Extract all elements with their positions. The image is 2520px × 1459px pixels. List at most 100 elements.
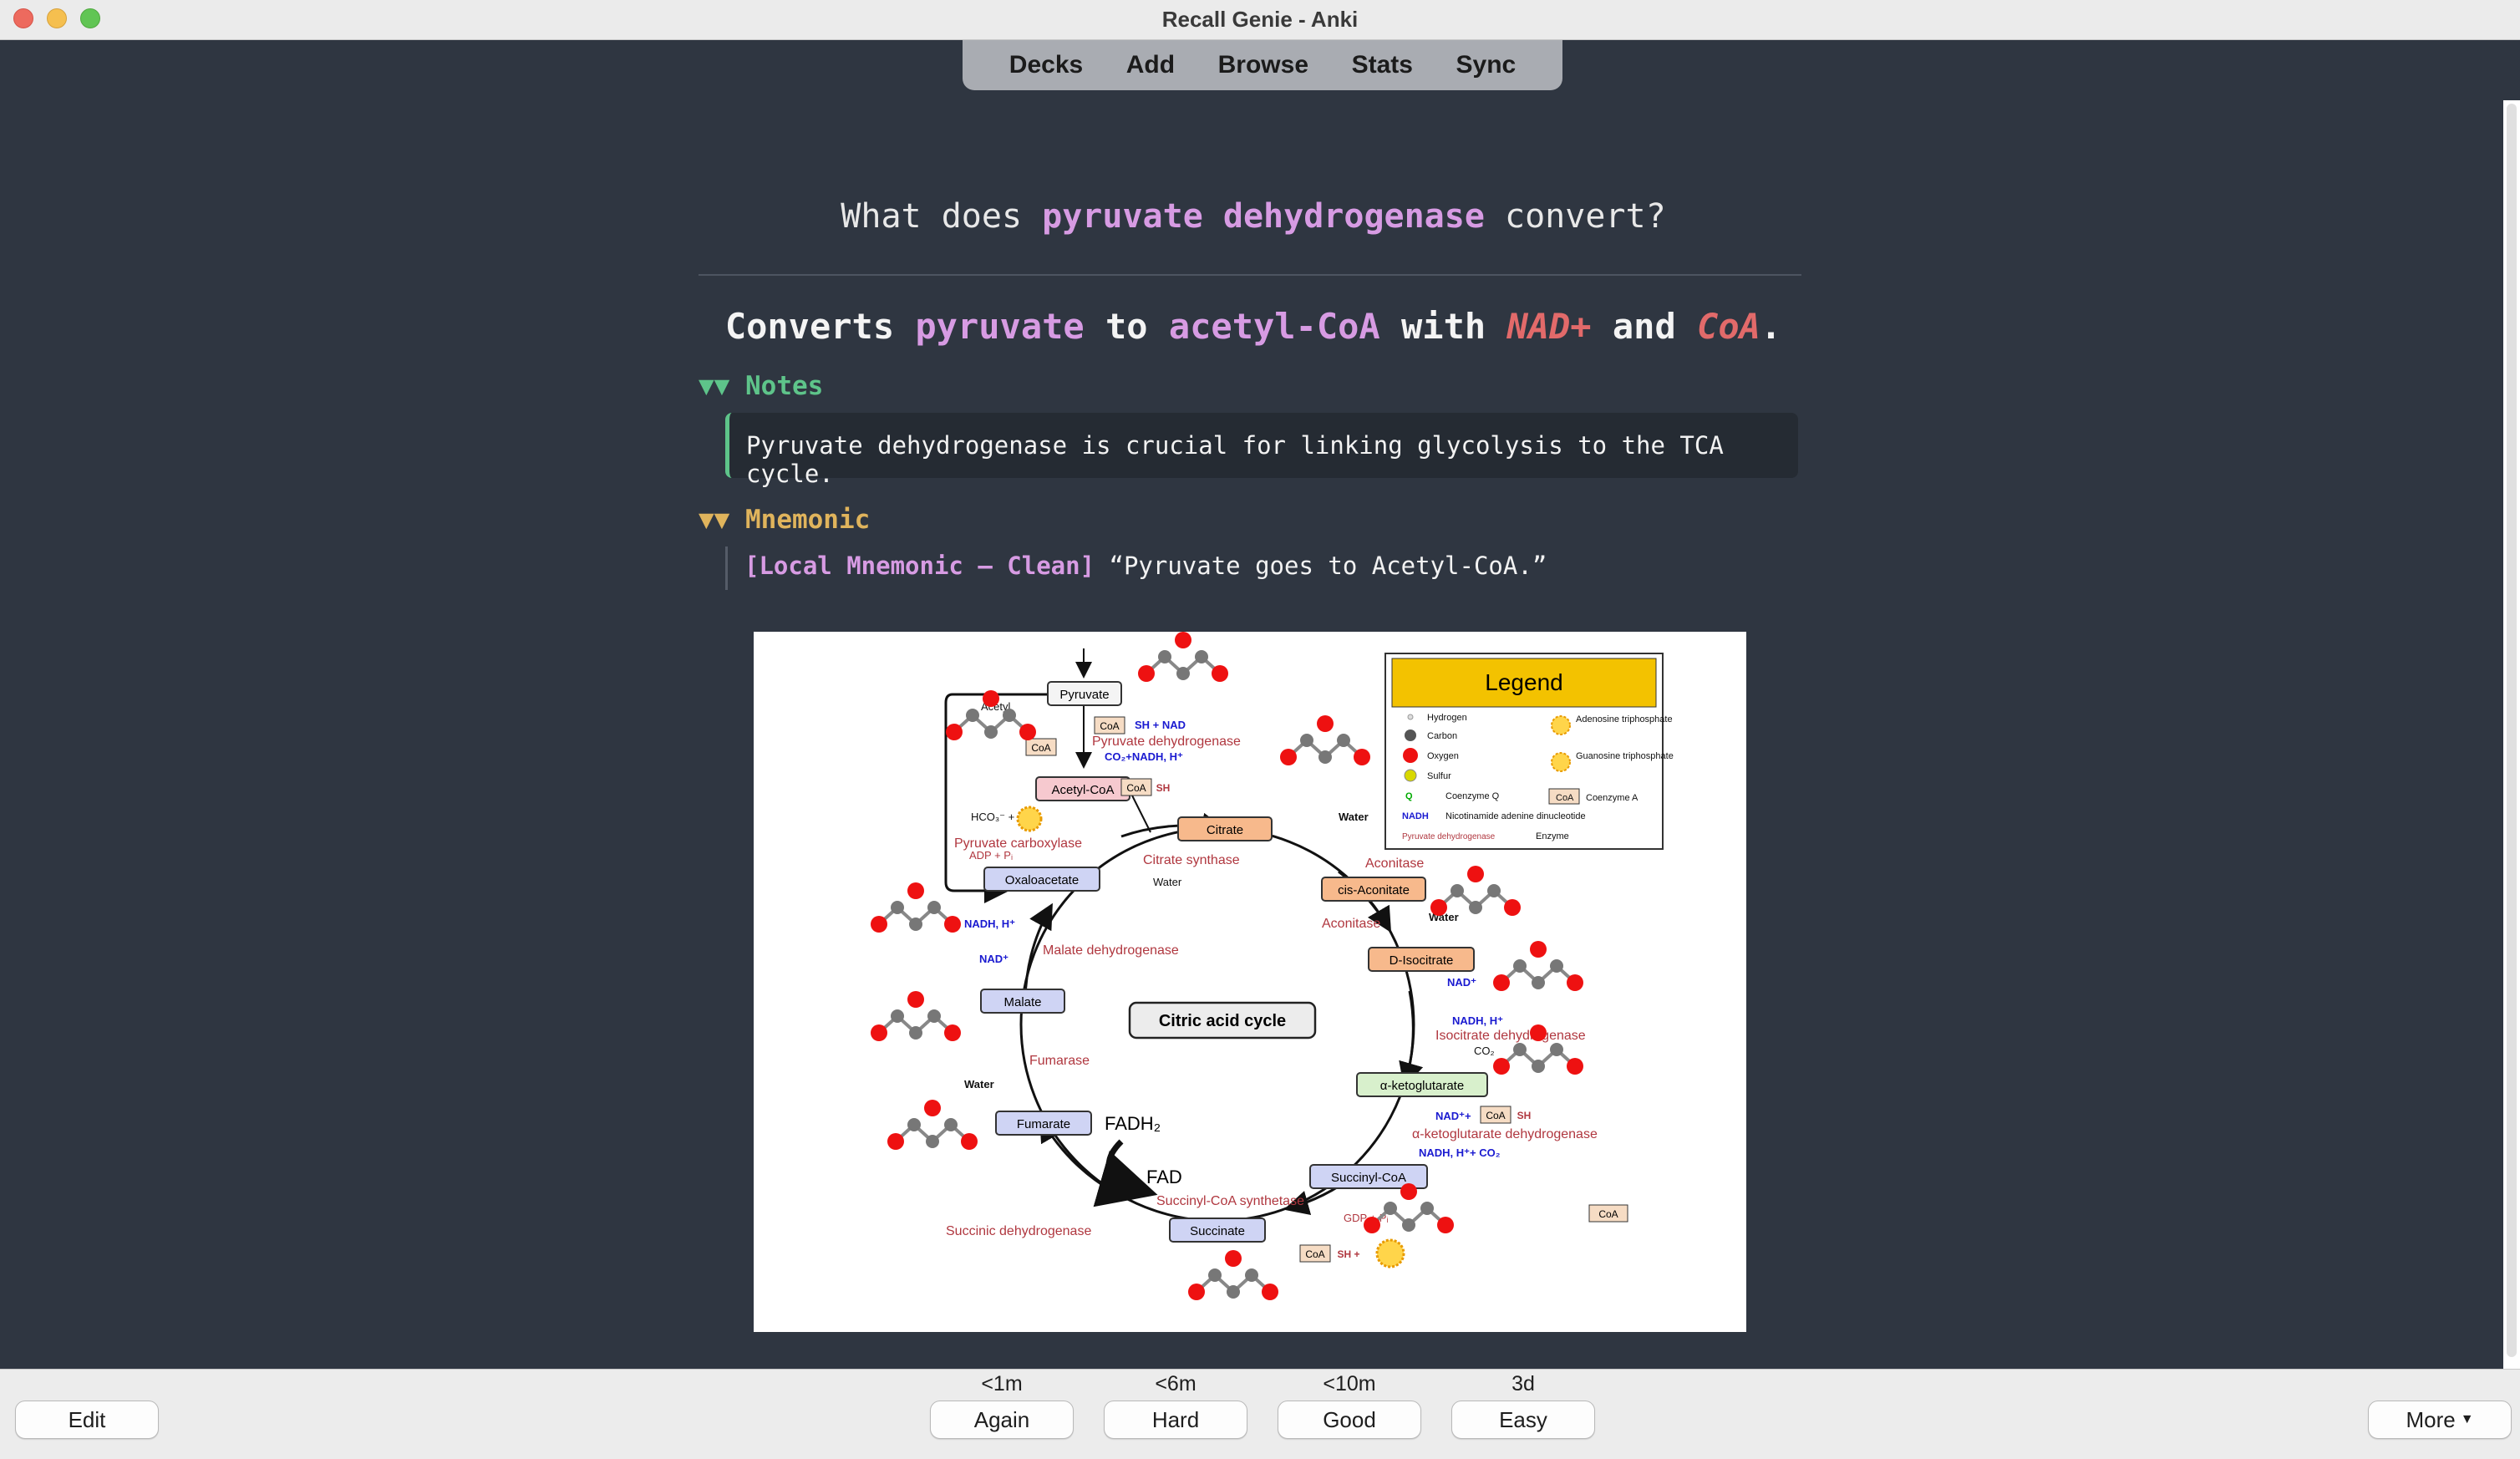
scrollbar-thumb[interactable]	[2507, 104, 2517, 1357]
carbon-atom	[1513, 1043, 1527, 1056]
nav-decks[interactable]: Decks	[1009, 51, 1084, 79]
oxygen-atom	[1019, 724, 1036, 740]
enzyme-fumarase: Fumarase	[1029, 1054, 1090, 1068]
edit-button[interactable]: Edit	[15, 1401, 159, 1439]
carbon-atom	[891, 901, 904, 914]
carbon-atom	[1158, 650, 1171, 663]
more-label: More	[2406, 1406, 2456, 1432]
carbon-atom	[1003, 709, 1016, 722]
oxygen-atom	[1317, 715, 1334, 732]
nav-stats[interactable]: Stats	[1351, 51, 1413, 79]
answer-term-nad: NAD+	[1506, 306, 1592, 347]
label-water-2: Water	[1153, 876, 1182, 888]
question-text: What does	[841, 197, 1043, 236]
oxygen-atom	[1493, 1058, 1510, 1075]
enzyme-succinyl-coa-synthetase: Succinyl-CoA synthetase	[1156, 1194, 1304, 1208]
metabolite-d-isocitrate: D-Isocitrate	[1390, 953, 1454, 968]
legend-coenzyme-q: Coenzyme Q	[1445, 791, 1500, 801]
legend-title: Legend	[1485, 669, 1562, 695]
carbon-atom	[944, 1118, 958, 1131]
label-water-4: Water	[964, 1078, 994, 1090]
cycle-arrow	[1399, 990, 1424, 1088]
legend-gtp: Guanosine triphosphate	[1576, 751, 1674, 761]
card-answer: Converts pyruvate to acetyl-CoA with NAD…	[702, 306, 1805, 347]
carbon-atom	[1402, 1218, 1415, 1232]
metabolite-succinyl-coa: Succinyl-CoA	[1331, 1171, 1406, 1185]
card-question: What does pyruvate dehydrogenase convert…	[702, 197, 1805, 236]
carbon-atom	[1532, 976, 1545, 989]
carbon-atom	[1550, 1043, 1563, 1056]
metabolite-a-ketoglutarate: α-ketoglutarate	[1380, 1079, 1464, 1093]
atp-starburst	[1016, 806, 1043, 832]
oxygen-atom	[1493, 974, 1510, 991]
enzyme-aconitase-2: Aconitase	[1322, 917, 1380, 931]
good-button[interactable]: Good	[1278, 1401, 1421, 1439]
carbon-atom	[1550, 959, 1563, 973]
carbon-atom	[927, 901, 941, 914]
easy-button[interactable]: Easy	[1451, 1401, 1595, 1439]
label-fadh2: FADH₂	[1105, 1113, 1161, 1134]
label-fad: FAD	[1146, 1167, 1182, 1187]
gtp-starburst	[1375, 1238, 1405, 1268]
enzyme-akg-dehydrogenase: α-ketoglutarate dehydrogenase	[1412, 1127, 1598, 1141]
notes-toggle[interactable]: ▼▼ Notes	[699, 371, 824, 401]
good-interval: <10m	[1323, 1372, 1376, 1395]
label-nadh-mal: NADH, H⁺	[964, 918, 1015, 930]
again-button[interactable]: Again	[930, 1401, 1074, 1439]
enzyme-pyruvate-carboxylase: Pyruvate carboxylase	[954, 836, 1082, 851]
window-close-button[interactable]	[13, 8, 33, 28]
answer-text: to	[1084, 306, 1169, 347]
oxygen-atom	[1437, 1217, 1454, 1233]
oxygen-atom	[871, 916, 887, 933]
oxygen-atom	[1530, 941, 1547, 958]
more-button[interactable]: More▼	[2368, 1401, 2512, 1439]
nav-sync[interactable]: Sync	[1456, 51, 1517, 79]
enzyme-aconitase-1: Aconitase	[1365, 857, 1424, 871]
metabolite-malate: Malate	[1003, 995, 1041, 1009]
mnemonic-toggle[interactable]: ▼▼ Mnemonic	[699, 505, 871, 535]
carbon-atom	[1300, 734, 1313, 747]
oxygen-atom	[1567, 1058, 1583, 1075]
carbon-atom	[1384, 1202, 1397, 1215]
nav-add[interactable]: Add	[1125, 51, 1176, 79]
carbon-atom	[1420, 1202, 1434, 1215]
carbon-atom	[1451, 884, 1464, 897]
oxygen-atom	[907, 991, 924, 1008]
legend-coa: Coenzyme A	[1586, 793, 1639, 803]
carbon-atom	[1208, 1268, 1222, 1282]
tag-coa-2: CoA	[1126, 782, 1146, 794]
top-nav: Decks Add Browse Stats Sync	[963, 40, 1562, 90]
tag-coa-4: CoA	[1486, 1110, 1505, 1121]
oxygen-atom	[1430, 899, 1447, 916]
question-term: pyruvate dehydrogenase	[1042, 197, 1485, 236]
citric-acid-cycle-image: Pyruvate Acetyl-CoA Citrate cis-Aconitat…	[754, 632, 1746, 1332]
metabolite-oxaloacetate: Oxaloacetate	[1005, 873, 1079, 887]
review-bottom-bar	[0, 1369, 2520, 1459]
answer-text: with	[1379, 306, 1507, 347]
label-nad-mal: NAD⁺	[979, 953, 1009, 965]
legend-atp: Adenosine triphosphate	[1576, 714, 1673, 724]
carbon-atom	[1227, 1285, 1240, 1299]
oxygen-atom	[1225, 1250, 1242, 1267]
metabolite-pyruvate: Pyruvate	[1059, 688, 1109, 702]
oxygen-atom	[961, 1133, 978, 1150]
hard-button[interactable]: Hard	[1104, 1401, 1247, 1439]
nav-browse[interactable]: Browse	[1217, 51, 1309, 79]
oxygen-atom	[946, 724, 963, 740]
fad-arrow	[1093, 1139, 1158, 1207]
oxygen-atom	[1354, 749, 1370, 765]
carbon-atom	[1532, 1060, 1545, 1073]
window-minimize-button[interactable]	[47, 8, 67, 28]
window-maximize-button[interactable]	[80, 8, 100, 28]
carbon-atom	[909, 918, 922, 931]
legend-sym-enzyme: Pyruvate dehydrogenase	[1402, 832, 1496, 841]
enzyme-malate-dehydrogenase: Malate dehydrogenase	[1043, 943, 1179, 958]
oxygen-atom	[1188, 1284, 1205, 1300]
legend-sym-coa: CoA	[1556, 793, 1574, 803]
label-adp-pi: ADP + Pᵢ	[969, 849, 1013, 862]
oxygen-atom	[944, 1024, 961, 1041]
label-nadh-iso: NADH, H⁺	[1452, 1014, 1503, 1027]
enzyme-isocitrate-dehydrogenase: Isocitrate dehydrogenase	[1435, 1029, 1586, 1043]
hard-interval: <6m	[1155, 1372, 1196, 1395]
mnemonic-text: “Pyruvate goes to Acetyl-CoA.”	[1095, 552, 1547, 580]
